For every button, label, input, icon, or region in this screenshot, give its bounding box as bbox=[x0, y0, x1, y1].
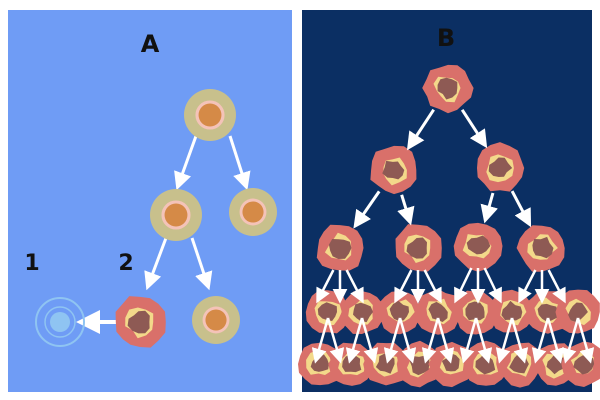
cancer-cell-icon bbox=[516, 225, 565, 272]
panel-b-label: B bbox=[437, 24, 455, 52]
arrow-icon bbox=[480, 192, 498, 224]
arrow-icon bbox=[311, 317, 330, 364]
cancer-cell-icon bbox=[453, 222, 503, 272]
arrow-icon bbox=[383, 317, 402, 364]
arrow-icon bbox=[228, 135, 251, 191]
normal-cell-icon bbox=[150, 189, 202, 241]
cancer-cell-icon bbox=[477, 142, 525, 192]
normal-cell-icon bbox=[184, 89, 236, 141]
cancer-cell-icon bbox=[555, 289, 600, 334]
arrow-icon bbox=[510, 190, 532, 228]
arrow-icon bbox=[561, 317, 580, 364]
arrow-icon bbox=[454, 267, 473, 304]
arrow-icon bbox=[436, 317, 455, 364]
arrow-icon bbox=[190, 237, 213, 291]
arrow-icon bbox=[326, 317, 345, 364]
normal-cell-icon bbox=[192, 296, 240, 344]
cancer-cell-icon bbox=[422, 64, 474, 114]
cancer-cell-icon bbox=[395, 224, 442, 272]
arrow-icon bbox=[510, 317, 529, 364]
cancer-cell-icon bbox=[316, 224, 364, 271]
cancer-cell-icon bbox=[115, 296, 166, 348]
normal-cell-icon bbox=[229, 188, 277, 236]
arrow-icon bbox=[423, 269, 442, 304]
arrow-icon bbox=[483, 267, 502, 304]
arrow-icon bbox=[353, 190, 381, 229]
panel-b-arrows bbox=[311, 108, 595, 364]
arrow-icon bbox=[576, 317, 595, 364]
panel-a-label: A bbox=[141, 30, 160, 58]
panel-a-arrows bbox=[76, 135, 251, 334]
arrow-icon bbox=[345, 269, 364, 304]
arrow-icon bbox=[397, 194, 415, 226]
arrow-icon bbox=[345, 317, 364, 364]
arrow-icon bbox=[144, 237, 168, 291]
marker-2-label: 2 bbox=[118, 251, 133, 276]
arrow-icon bbox=[360, 317, 379, 364]
cancer-cell-icon bbox=[416, 289, 462, 335]
arrow-icon bbox=[459, 317, 478, 364]
arrow-icon bbox=[460, 108, 488, 149]
arrow-icon bbox=[546, 317, 565, 364]
marker-1-label: 1 bbox=[24, 251, 39, 276]
panel-a-cells bbox=[35, 89, 277, 348]
apoptotic-cell-icon bbox=[35, 297, 85, 347]
arrow-icon bbox=[518, 269, 537, 304]
arrow-icon bbox=[316, 269, 335, 304]
arrow-icon bbox=[174, 135, 198, 191]
arrow-icon bbox=[398, 317, 417, 364]
arrow-icon bbox=[394, 269, 413, 304]
cancer-cell-icon bbox=[370, 145, 417, 195]
arrow-icon bbox=[547, 269, 566, 304]
arrow-icon bbox=[531, 317, 550, 364]
arrow-icon bbox=[474, 317, 493, 364]
arrow-icon bbox=[495, 317, 514, 364]
arrow-icon bbox=[406, 108, 435, 151]
panel-a: A 1 2 bbox=[8, 10, 292, 392]
arrow-icon bbox=[421, 317, 440, 364]
panel-b: B bbox=[298, 10, 600, 392]
